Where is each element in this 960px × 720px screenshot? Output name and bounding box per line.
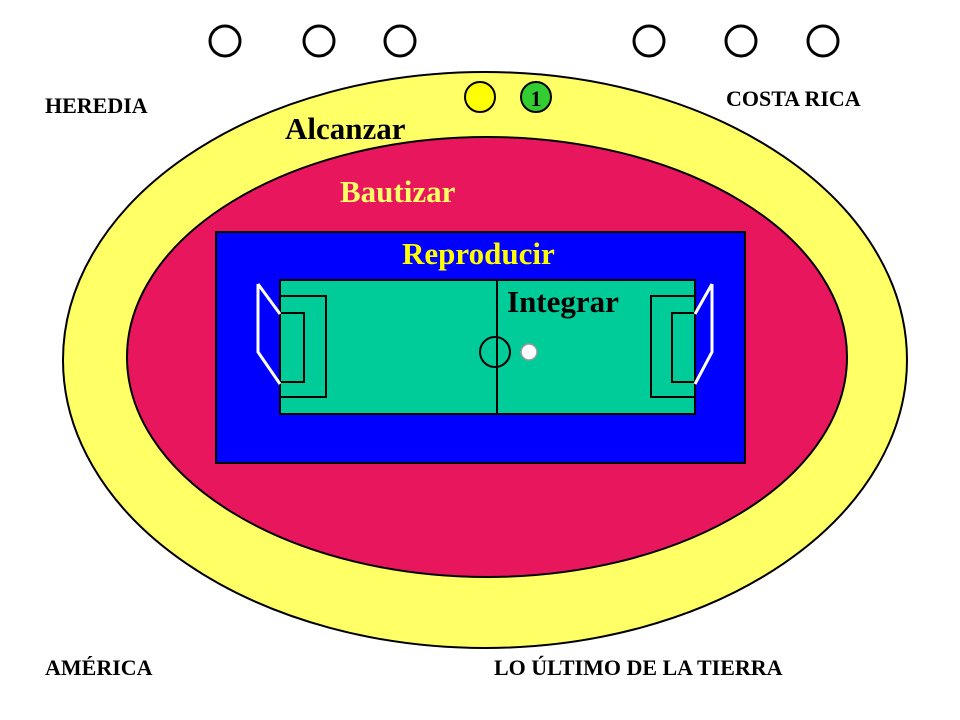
empty-circle: [632, 24, 666, 58]
right-goal-net: [693, 284, 714, 385]
label-heredia: HEREDIA: [45, 93, 148, 118]
field-surface: [279, 279, 696, 415]
label-reproducir: Reproducir: [402, 236, 555, 271]
center-circle: [479, 336, 511, 368]
top-circles: [208, 24, 840, 58]
empty-circle: [383, 24, 417, 58]
green-badge: [520, 81, 552, 113]
right-goal-net-top: [693, 283, 714, 315]
label-costa-rica: COSTA RICA: [726, 86, 861, 111]
label-bautizar: Bautizar: [340, 174, 456, 209]
label-integrar: Integrar: [507, 284, 619, 319]
yellow-badge: [464, 81, 496, 113]
empty-circle: [806, 24, 840, 58]
left-goal-net: [256, 284, 282, 385]
soccer-field: [279, 279, 696, 415]
empty-circle: [302, 24, 336, 58]
left-goal-net-top: [256, 283, 282, 315]
empty-circle: [724, 24, 758, 58]
left-goal-box: [279, 312, 305, 383]
right-goal-box: [671, 312, 696, 383]
empty-circle: [208, 24, 242, 58]
label-america: AMÉRICA: [45, 655, 153, 680]
label-alcanzar: Alcanzar: [285, 111, 406, 146]
badge-number: 1: [531, 86, 542, 111]
soccer-ball: [520, 343, 538, 361]
goal-nets: [256, 283, 714, 385]
label-lo-ultimo: LO ÚLTIMO DE LA TIERRA: [494, 655, 783, 680]
